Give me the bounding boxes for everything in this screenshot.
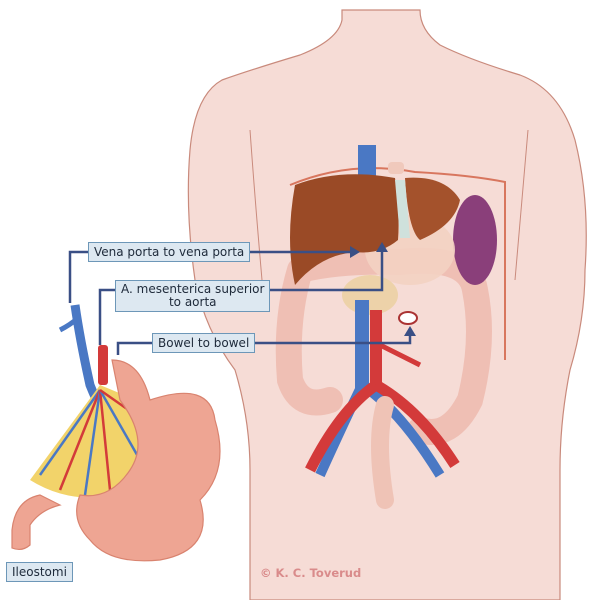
- stoma-transplant-end: [398, 311, 418, 325]
- aorta: [370, 310, 382, 390]
- liver-left-lobe: [405, 177, 460, 240]
- falciform-ligament: [395, 180, 410, 238]
- peritoneum-outline: [289, 167, 506, 360]
- vena-cava-lower: [355, 300, 369, 390]
- graft-vein-branch: [58, 316, 80, 333]
- spleen: [453, 195, 497, 285]
- iliac-arteries: [305, 380, 460, 473]
- pancreas: [342, 275, 398, 315]
- colon: [275, 247, 492, 445]
- rectum: [371, 396, 394, 509]
- arrow-heads: [350, 242, 416, 336]
- label-sma-line2: to aorta: [168, 295, 217, 309]
- copyright-credit: © K. C. Toverud: [260, 566, 362, 580]
- label-ileostomy: Ileostomi: [6, 562, 73, 582]
- esophagus: [388, 162, 404, 174]
- arm-right-line: [514, 129, 529, 281]
- small-intestine-graft: [11, 359, 221, 562]
- artery-branch: [378, 342, 422, 368]
- liver-right-lobe: [290, 174, 399, 285]
- arm-left-line: [249, 129, 263, 281]
- graft-artery: [98, 345, 108, 385]
- label-sma-line1: A. mesenterica superior: [121, 282, 265, 296]
- mesentery: [30, 385, 160, 498]
- label-sma-to-aorta: A. mesenterica superior to aorta: [115, 280, 271, 312]
- label-vena-porta: Vena porta to vena porta: [88, 242, 251, 262]
- label-bowel-to-bowel: Bowel to bowel: [152, 333, 256, 353]
